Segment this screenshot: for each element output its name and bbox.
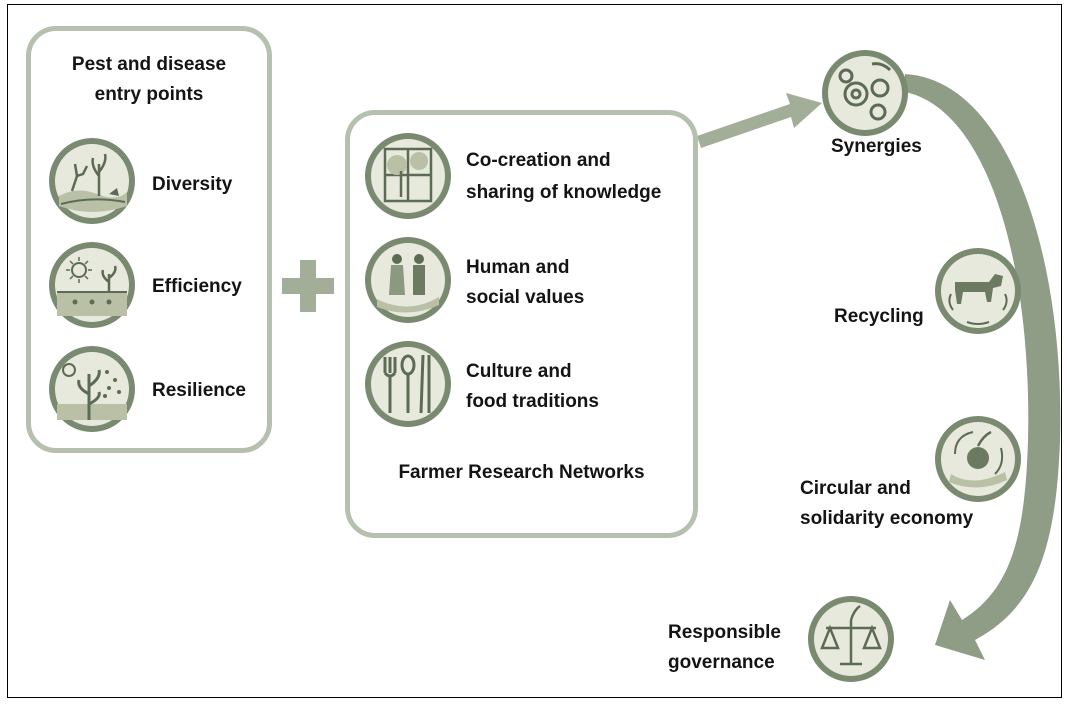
governance-label-line1: Responsible xyxy=(668,622,781,643)
synergies-label: Synergies xyxy=(831,136,922,157)
people-icon xyxy=(365,237,451,323)
governance-label-line2: governance xyxy=(668,652,775,673)
entry-points-title-line1: Pest and disease xyxy=(71,54,227,75)
cutlery-icon xyxy=(365,341,451,427)
knowledge-label-line1: Co-creation and xyxy=(466,150,611,171)
frn-footer: Farmer Research Networks xyxy=(398,462,645,483)
cow-icon xyxy=(935,248,1021,334)
efficiency-label: Efficiency xyxy=(152,276,242,297)
curved-arrow xyxy=(905,74,1061,660)
recycling-label: Recycling xyxy=(834,306,924,327)
resilience-label: Resilience xyxy=(152,380,246,401)
cutlery-label-line2: food traditions xyxy=(466,391,599,412)
circular-label-line2: solidarity economy xyxy=(800,508,974,529)
knowledge-label-line2: sharing of knowledge xyxy=(466,182,662,203)
efficiency-icon xyxy=(49,242,135,328)
plus-icon xyxy=(282,260,334,312)
resilience-icon xyxy=(49,346,135,432)
scales-icon xyxy=(808,596,894,682)
figure-frame xyxy=(7,4,1062,698)
diversity-label: Diversity xyxy=(152,174,233,195)
diversity-icon xyxy=(49,138,135,224)
gears-icon xyxy=(822,50,908,136)
knowledge-icon xyxy=(365,133,451,219)
cutlery-label-line1: Culture and xyxy=(466,361,572,382)
arrow-to-synergies xyxy=(697,93,822,148)
entry-points-title-line2: entry points xyxy=(94,84,204,105)
people-label-line2: social values xyxy=(466,287,585,308)
circular-label-line1: Circular and xyxy=(800,478,911,499)
apple-hand-icon xyxy=(935,416,1021,502)
people-label-line1: Human and xyxy=(466,257,570,278)
